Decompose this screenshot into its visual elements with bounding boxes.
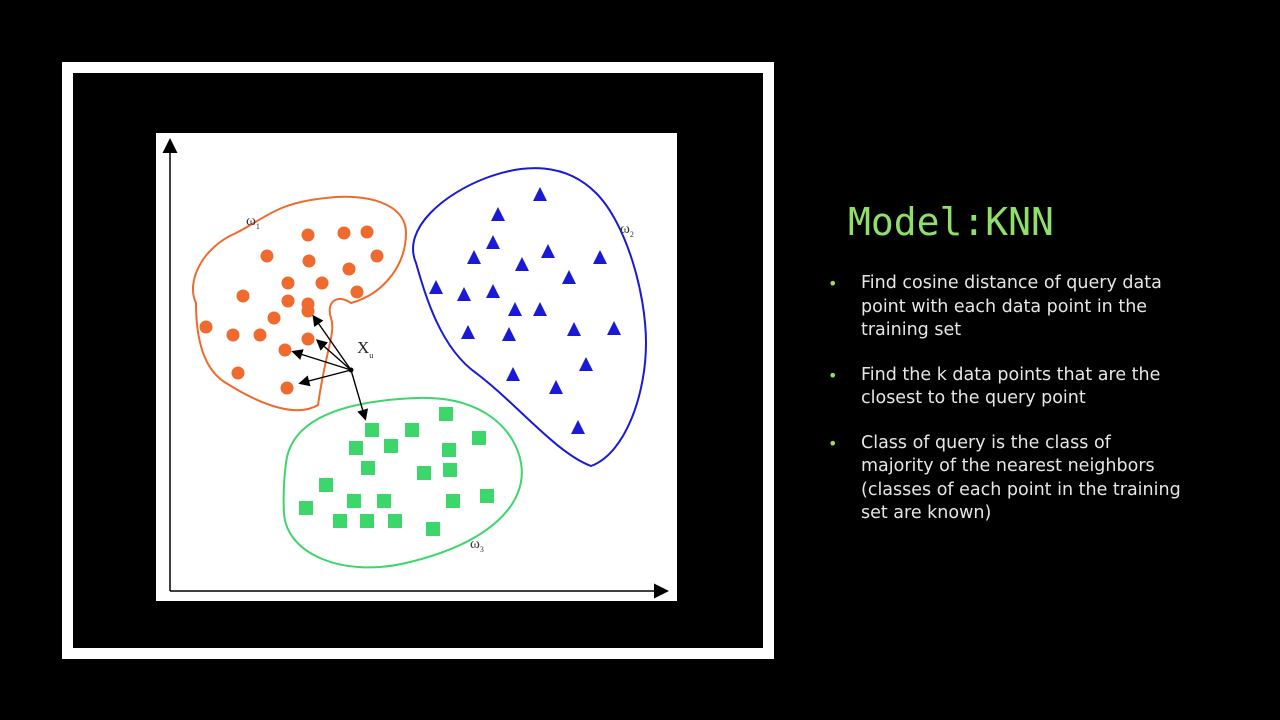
class2-point <box>486 235 500 249</box>
class1-point <box>350 285 364 299</box>
bullet-item: • Find the k data points that are the clo… <box>828 364 1188 411</box>
slide-title: Model:KNN <box>848 200 1054 244</box>
class3-point <box>347 494 361 508</box>
class3-point <box>480 489 494 503</box>
bullet-item: • Class of query is the class of majority… <box>828 432 1188 526</box>
neighbor-arrow <box>291 349 352 371</box>
class3-point <box>442 443 456 457</box>
neighbor-arrow <box>350 369 369 421</box>
class2-point <box>461 325 475 339</box>
class1-point <box>302 254 316 268</box>
class1-point <box>301 304 315 318</box>
class1-point <box>301 332 315 346</box>
class3-point <box>365 423 379 437</box>
class3-point <box>361 461 375 475</box>
class1-point <box>253 328 267 342</box>
class1-point <box>315 276 329 290</box>
class3-label: ω3 <box>470 536 484 554</box>
class2-label: ω2 <box>620 221 634 239</box>
class3-point <box>319 478 333 492</box>
class2-point <box>515 257 529 271</box>
class2-point <box>508 302 522 316</box>
class2-point <box>533 302 547 316</box>
class2-point <box>429 280 443 294</box>
class2-point <box>467 250 481 264</box>
class2-point <box>506 367 520 381</box>
class2-boundary <box>412 167 648 468</box>
class3-point <box>349 441 363 455</box>
class1-point <box>278 343 292 357</box>
class1-point <box>342 262 356 276</box>
class3-point <box>446 494 460 508</box>
class2-point <box>571 420 585 434</box>
class1-point <box>236 289 250 303</box>
knn-diagram-svg: ω1 ω2 ω3 Xu <box>162 138 669 599</box>
query-label: Xu <box>357 338 373 360</box>
class2-point <box>579 357 593 371</box>
class1-point <box>226 328 240 342</box>
bullet-dot-icon: • <box>828 274 838 293</box>
class1-point <box>281 276 295 290</box>
bullet-text: Find cosine distance of query data point… <box>861 273 1162 340</box>
neighbor-arrow <box>315 339 352 371</box>
class1-point <box>267 311 281 325</box>
class3-points <box>299 407 494 536</box>
knn-diagram: ω1 ω2 ω3 Xu <box>156 133 677 601</box>
neighbor-arrow <box>298 369 352 387</box>
class3-point <box>417 466 431 480</box>
class3-point <box>384 439 398 453</box>
bullet-text: Find the k data points that are the clos… <box>861 364 1161 409</box>
class2-point <box>562 270 576 284</box>
class1-point <box>301 228 315 242</box>
class2-point <box>567 322 581 336</box>
class3-boundary <box>282 396 523 569</box>
class2-point <box>491 207 505 221</box>
class3-point <box>377 494 391 508</box>
class3-point <box>426 522 440 536</box>
class1-point <box>337 226 351 240</box>
query-arrows <box>291 314 369 421</box>
class3-point <box>299 501 313 515</box>
class3-point <box>333 514 347 528</box>
class3-point <box>360 514 374 528</box>
class1-boundary <box>191 195 408 412</box>
class2-points <box>429 187 621 434</box>
class1-point <box>231 366 245 380</box>
neighbor-arrow <box>312 314 352 371</box>
class1-point <box>199 320 213 334</box>
class3-point <box>439 407 453 421</box>
class2-point <box>486 284 500 298</box>
bullet-dot-icon: • <box>828 365 838 385</box>
class1-point <box>360 225 374 239</box>
class1-label: ω1 <box>246 213 260 231</box>
class1-point <box>280 381 294 395</box>
class1-points <box>199 225 384 395</box>
class3-point <box>472 431 486 445</box>
class1-point <box>260 249 274 263</box>
class2-point <box>607 321 621 335</box>
query-point <box>348 367 354 373</box>
class2-point <box>549 380 563 394</box>
class2-point <box>541 244 555 258</box>
class2-point <box>533 187 547 201</box>
class2-point <box>457 287 471 301</box>
class1-point <box>370 249 384 263</box>
class2-point <box>593 250 607 264</box>
class3-point <box>388 514 402 528</box>
bullet-dot-icon: • <box>828 433 838 453</box>
bullet-list: • Find cosine distance of query data poin… <box>828 272 1188 547</box>
bullet-text: Class of query is the class of majority … <box>861 432 1181 524</box>
class3-point <box>405 423 419 437</box>
class1-point <box>281 294 295 308</box>
bullet-item: • Find cosine distance of query data poin… <box>828 272 1188 343</box>
class3-point <box>443 463 457 477</box>
class2-point <box>502 327 516 341</box>
